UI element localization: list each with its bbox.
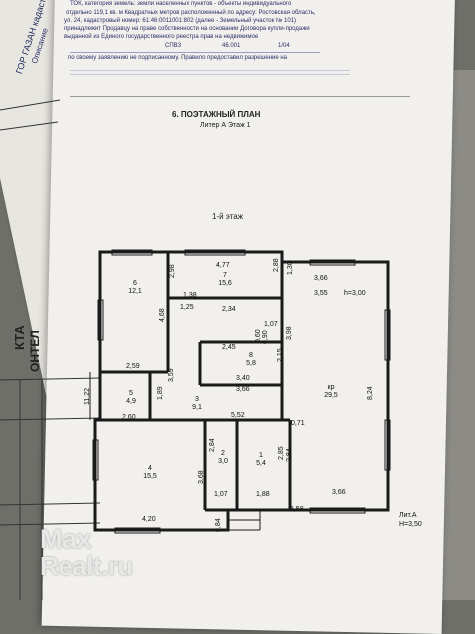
dim-6-58: 6,58 (290, 506, 304, 513)
room-4-label: 4 15,5 (135, 465, 165, 481)
room-7-area: 15,6 (218, 280, 232, 287)
header-rule-4 (70, 96, 410, 97)
room-8-label: 8 5,8 (236, 352, 266, 368)
room-9-area: 29,5 (324, 392, 338, 399)
room-7-number: 7 (223, 272, 227, 279)
left-sheet-table (0, 99, 101, 600)
dim-2-98: 2,98 (169, 264, 176, 278)
height-3-50-label: Н=3,50 (399, 521, 422, 528)
dim-3-55: 3,55 (314, 290, 328, 297)
header-line-5: выданной из Единого государственного рее… (64, 34, 259, 40)
dim-8-24: 8,24 (367, 386, 374, 400)
dim-0-84: 0,84 (215, 518, 222, 532)
plan-floor-label: 1-й этаж (212, 212, 244, 221)
dim-2-85: 2,85 (278, 446, 285, 460)
room-6-number: 6 (133, 280, 137, 287)
dim-4-20: 4,20 (142, 516, 156, 523)
dim-0-60: 0,60 (255, 329, 262, 343)
room-2-number: 2 (221, 450, 225, 457)
room-1-area: 5,4 (256, 460, 266, 467)
dim-1-07-b: 1,07 (214, 491, 228, 498)
room-4-area: 15,5 (143, 473, 157, 480)
dim-5-52: 5,52 (231, 412, 245, 419)
room-7-label: 7 15,6 (210, 272, 240, 288)
dim-1-88: 1,88 (256, 491, 270, 498)
dim-2-84-b: 2,84 (286, 448, 293, 462)
dim-3-66-mid: 3,66 (236, 386, 250, 393)
room-4-number: 4 (148, 465, 152, 472)
header-rule-2 (70, 70, 350, 71)
room-3-label: 3 9,1 (182, 396, 212, 412)
floor-plan-walls (89, 249, 391, 534)
room-1-number: 1 (259, 452, 263, 459)
watermark-realt: Realt.ru (40, 551, 133, 581)
dim-3-98: 3,98 (286, 326, 293, 340)
dim-3-66-top: 3,66 (314, 275, 328, 282)
plan-liter-title: Литер А Этаж 1 (200, 122, 251, 129)
room-5-number: 5 (129, 390, 133, 397)
header-line-6: по своему заявлению не подписанному. Пра… (68, 55, 288, 61)
header-code-2: 46.001 (222, 43, 241, 49)
dim-3-66-bottom: 3,66 (332, 489, 346, 496)
dim-4-68: 4,68 (159, 308, 166, 322)
room-8-number: 8 (249, 352, 253, 359)
room-2-label: 2 3,0 (208, 450, 238, 466)
room-1-label: 1 5,4 (246, 452, 276, 468)
dim-4-77: 4,77 (216, 262, 230, 269)
dim-2-84: 2,84 (209, 438, 216, 452)
header-line-2: отдельно 119,1 кв. м Квадратных метров р… (66, 10, 316, 16)
dim-3-68: 3,68 (198, 470, 205, 484)
dim-2-59: 2,59 (126, 363, 140, 370)
dim-11-22: 11,22 (84, 388, 91, 405)
dim-1-38: 1,38 (183, 292, 197, 299)
dim-2-15: 2,15 (277, 348, 284, 362)
room-3-number: 3 (195, 396, 199, 403)
lit-a-label: Лит.А (399, 512, 417, 519)
header-rule-1 (70, 52, 320, 53)
dim-1-89: 1,89 (157, 386, 164, 400)
dim-3-40: 3,40 (236, 375, 250, 382)
dim-1-07-a: 1,07 (264, 321, 278, 328)
header-line-1: ТОК, категория земель: земли населенных … (70, 1, 292, 7)
dim-3-59: 3,59 (168, 368, 175, 382)
dim-h-3-00: h=3,00 (344, 290, 366, 297)
header-rule-3 (70, 74, 350, 75)
header-line-4: принадлежит Продавцу на праве собственно… (64, 26, 310, 32)
plan-section-title: 6. ПОЭТАЖНЫЙ ПЛАН (172, 110, 261, 119)
dim-0-71: 0,71 (291, 420, 305, 427)
header-code-3: 1/04 (278, 43, 290, 49)
room-9-number: кр (327, 384, 335, 391)
room-6-area: 12,1 (128, 288, 142, 295)
watermark-max: Max (40, 524, 92, 554)
room-9-label: кр 29,5 (316, 384, 346, 400)
room-3-area: 9,1 (192, 404, 202, 411)
dim-1-30: 1,30 (287, 261, 294, 275)
dim-2-60: 2,60 (122, 414, 136, 421)
header-line-3: ул. 24, кадастровый номер: 61:46:0011001… (64, 18, 297, 24)
room-2-area: 3,0 (218, 458, 228, 465)
room-6-label: 6 12,1 (120, 280, 150, 296)
dim-2-45: 2,45 (222, 344, 236, 351)
room-5-area: 4,9 (126, 398, 136, 405)
header-code-1: СПВЗ (165, 43, 182, 49)
room-8-area: 5,8 (246, 360, 256, 367)
dim-0-90: 0,90 (262, 330, 269, 344)
dim-2-88: 2,88 (273, 258, 280, 272)
room-5-label: 5 4,9 (116, 390, 146, 406)
dim-2-34: 2,34 (222, 306, 236, 313)
dim-1-25: 1,25 (180, 304, 194, 311)
